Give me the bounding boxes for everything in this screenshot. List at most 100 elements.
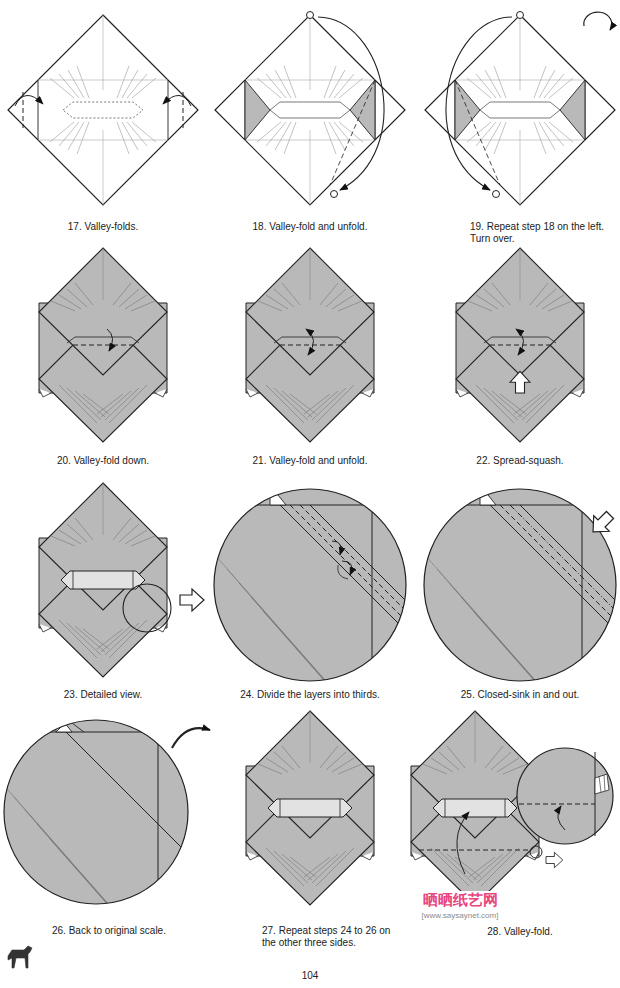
zoom-view [424,485,620,736]
drawing-stroke [492,391,522,417]
drawing-stroke [113,283,131,305]
drawing-stroke [176,882,188,902]
drawing-stroke [257,78,281,98]
drawing-stroke [329,122,345,150]
drawing-stroke [66,732,196,862]
drawing-stroke [123,584,171,632]
drawing-stroke [526,385,564,423]
drawing-stroke [270,102,350,118]
drawing-stroke [59,385,97,423]
drawing-stroke [473,611,583,736]
drawing-stroke [117,122,129,154]
drawing-stroke [423,764,447,774]
drawing-stroke [257,122,281,142]
drawing-stroke [514,394,540,414]
drawing-stroke [63,102,143,118]
drawing-stroke [342,561,352,575]
drawing-stroke [534,122,546,154]
drawing-stroke [83,629,109,649]
drawing-stroke [282,854,312,880]
step-figure [39,483,167,677]
drawing-stroke [308,854,338,880]
turn-over-symbol [584,12,612,30]
drawing-stroke [122,122,138,150]
drawing-stroke [68,122,84,150]
drawing-stroke [339,78,363,98]
drawing-stroke [490,345,550,346]
drawing-stroke [558,806,565,830]
drawing-stroke [38,80,168,140]
drawing-stroke [127,122,147,146]
zoom-view [214,485,410,736]
drawing-stroke [23,92,183,128]
drawing-stroke [425,505,582,685]
drawing-stroke [214,489,406,681]
drawing-stroke [125,530,147,544]
drawing-stroke [546,852,563,867]
drawing-stroke [245,80,270,140]
drawing-stroke [132,78,156,98]
drawing-stroke [67,524,87,542]
drawing-stroke [67,337,139,343]
detail-circle [123,584,171,632]
drawing-stroke [484,337,556,343]
hollow-arrow [180,589,204,611]
drawing-stroke [39,483,167,610]
drawing-stroke [122,70,138,98]
drawing-stroke [97,629,123,649]
drawing-stroke [304,394,330,414]
watermark-url: [www.saysaynet.com] [405,911,515,921]
drawing-stroke [50,122,74,142]
drawing-stroke [455,80,500,185]
drawing-stroke [75,518,93,540]
drawing-stroke [585,507,618,540]
drawing-stroke [468,301,492,311]
drawing-stroke [266,385,304,423]
drawing-stroke [467,122,491,142]
step-caption: 27. Repeat steps 24 to 26 on the other t… [262,925,402,949]
step-caption: 17. Valley-folds. [20,221,186,233]
drawing-stroke [310,248,311,300]
drawing-stroke [510,505,620,615]
drawing-stroke [326,289,346,307]
hollow-arrow [546,852,563,867]
drawing-stroke [595,774,609,794]
drawing-stroke [424,489,616,681]
drawing-stroke [4,720,188,904]
drawing-stroke [548,301,572,311]
drawing-stroke [59,122,79,146]
drawing-stroke [280,799,340,817]
drawing-stroke [77,122,89,154]
step-caption: 28. Valley-fold. [437,926,603,938]
step-caption: 20. Valley-fold down. [20,455,186,467]
drawing-stroke [15,95,43,106]
drawing-stroke [490,505,620,635]
drawing-stroke [215,80,405,140]
drawing-stroke [8,80,198,140]
step-figure [425,12,615,206]
drawing-stroke [75,391,105,417]
drawing-stroke [425,485,620,736]
zoom-view [517,748,613,844]
drawing-stroke [266,295,288,309]
drawing-stroke [266,758,288,772]
drawing-stroke [338,301,362,311]
step-caption: 22. Spread-squash. [437,455,603,467]
return-arrow [172,728,210,748]
drawing-stroke [338,764,362,774]
drawing-stroke [494,122,506,154]
drawing-stroke [480,102,560,118]
drawing-stroke [274,289,294,307]
step-figure [39,248,167,442]
drawing-stroke [516,329,524,355]
drawing-stroke [544,122,564,146]
drawing-stroke [50,78,74,98]
drawing-stroke [258,764,282,774]
drawing-stroke [127,74,147,98]
drawing-stroke [456,248,584,375]
zoom-view [1,712,196,963]
drawing-stroke [510,371,530,393]
step-caption: 18. Valley-fold and unfold. [227,221,393,233]
drawing-stroke [439,752,459,770]
drawing-stroke [324,66,336,98]
